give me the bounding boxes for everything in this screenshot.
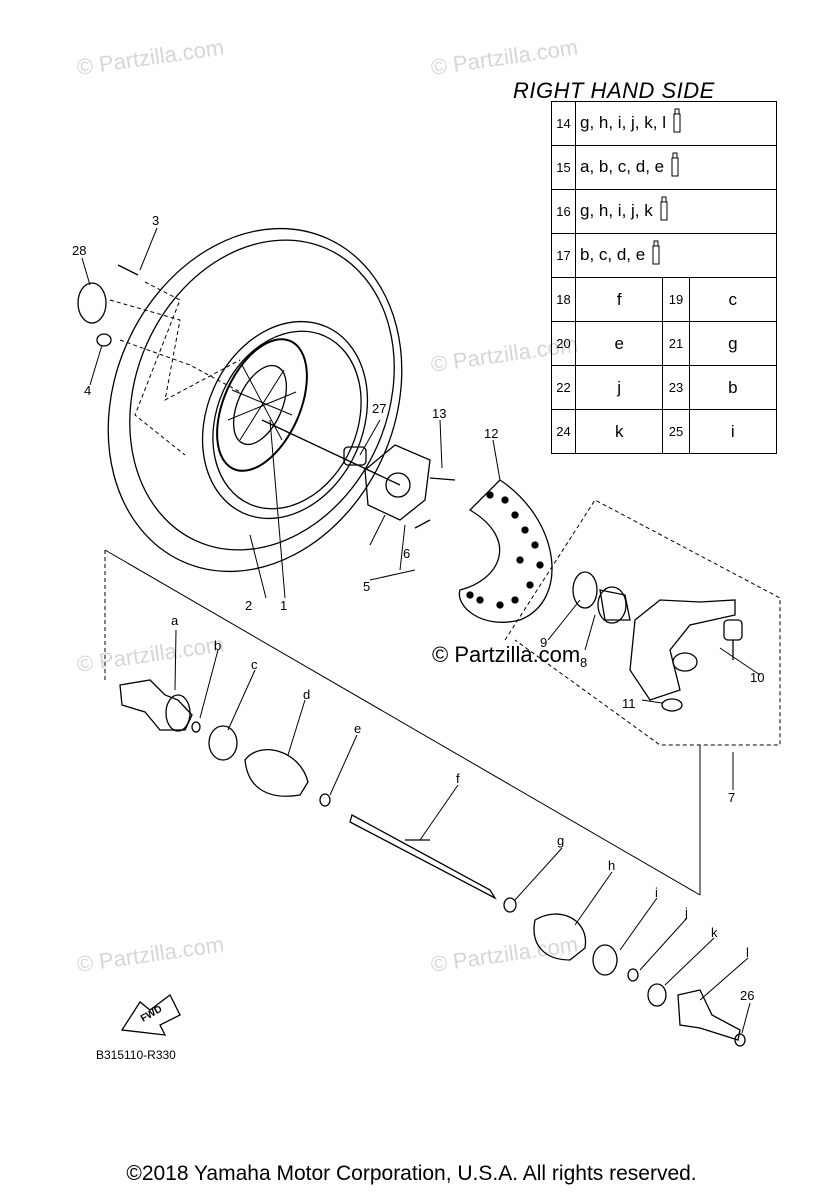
- row-value: c: [688, 277, 778, 322]
- row-number: 22: [551, 365, 576, 410]
- row-number: 20: [551, 321, 576, 366]
- row-number: 23: [662, 365, 690, 410]
- copyright-notice: ©2018 Yamaha Motor Corporation, U.S.A. A…: [126, 1162, 697, 1185]
- row-value: e: [574, 321, 664, 366]
- callout-a: a: [171, 613, 179, 628]
- row-text: b, c, d, e: [580, 244, 646, 264]
- watermark: © Partzilla.com: [429, 35, 579, 80]
- tube-icon: [670, 152, 680, 183]
- callout-28: 28: [72, 243, 86, 258]
- tube-icon: [672, 108, 682, 139]
- callout-b: b: [214, 638, 221, 653]
- callout-4: 4: [84, 383, 91, 398]
- row-number: 16: [551, 189, 576, 234]
- watermark-center: © Partzilla.com: [432, 642, 581, 667]
- diagram-code: B315110-R330: [96, 1048, 176, 1062]
- row-text: g, h, i, j, k, l: [580, 112, 666, 132]
- hub-brake-parts: [261, 419, 743, 712]
- callout-f: f: [456, 771, 460, 786]
- row-value: f: [574, 277, 664, 322]
- row-text: a, b, c, d, e: [580, 156, 665, 176]
- callout-3: 3: [152, 213, 159, 228]
- callout-9: 9: [540, 635, 547, 650]
- row-number: 25: [662, 409, 690, 454]
- row-value: g, h, i, j, k: [575, 189, 777, 234]
- watermark: © Partzilla.com: [75, 632, 225, 677]
- row-number: 15: [551, 145, 576, 190]
- tube-icon: [651, 240, 661, 271]
- row-value: j: [574, 365, 664, 410]
- callout-5: 5: [363, 579, 370, 594]
- row-number: 14: [551, 101, 576, 146]
- row-text: g, h, i, j, k: [580, 200, 653, 220]
- callout-c: c: [251, 657, 258, 672]
- callout-26: 26: [740, 988, 754, 1003]
- callout-13: 13: [432, 406, 446, 421]
- callout-h: h: [608, 858, 615, 873]
- fwd-arrow-icon: FWD: [120, 994, 181, 1036]
- row-number: 17: [551, 233, 576, 278]
- callout-6: 6: [403, 546, 410, 561]
- callout-leaders: [81, 227, 761, 1034]
- row-value: g, h, i, j, k, l: [575, 101, 777, 146]
- callout-l: l: [746, 945, 749, 960]
- callout-g: g: [557, 833, 564, 848]
- callout-7: 7: [728, 790, 735, 805]
- row-value: b, c, d, e: [575, 233, 777, 278]
- callout-10: 10: [750, 670, 764, 685]
- callout-i: i: [655, 885, 658, 900]
- watermarks: © Partzilla.com © Partzilla.com © Partzi…: [75, 35, 579, 977]
- callout-j: j: [684, 905, 688, 920]
- watermark: © Partzilla.com: [75, 35, 225, 80]
- watermark: © Partzilla.com: [75, 932, 225, 977]
- dashed-leaders: [104, 281, 781, 896]
- row-value: k: [574, 409, 664, 454]
- callout-8: 8: [580, 655, 587, 670]
- table-title: RIGHT HAND SIDE: [513, 78, 715, 103]
- callout-1: 1: [280, 598, 287, 613]
- row-number: 19: [662, 277, 690, 322]
- row-value: b: [688, 365, 778, 410]
- callout-labels: 3 28 4 2 1 27 13 12 6 5 9 8 10 11 7 a b …: [72, 213, 764, 1003]
- callout-27: 27: [372, 401, 386, 416]
- callout-e: e: [354, 721, 361, 736]
- row-number: 18: [551, 277, 576, 322]
- row-number: 21: [662, 321, 690, 366]
- callout-2: 2: [245, 598, 252, 613]
- callout-12: 12: [484, 426, 498, 441]
- row-value: a, b, c, d, e: [575, 145, 777, 190]
- tube-icon: [659, 196, 669, 227]
- callout-k: k: [711, 925, 718, 940]
- row-value: i: [688, 409, 778, 454]
- row-value: g: [688, 321, 778, 366]
- callout-d: d: [303, 687, 310, 702]
- watermark: © Partzilla.com: [429, 932, 579, 977]
- drive-shaft-parts: [77, 264, 746, 1047]
- row-number: 24: [551, 409, 576, 454]
- callout-11: 11: [622, 696, 636, 711]
